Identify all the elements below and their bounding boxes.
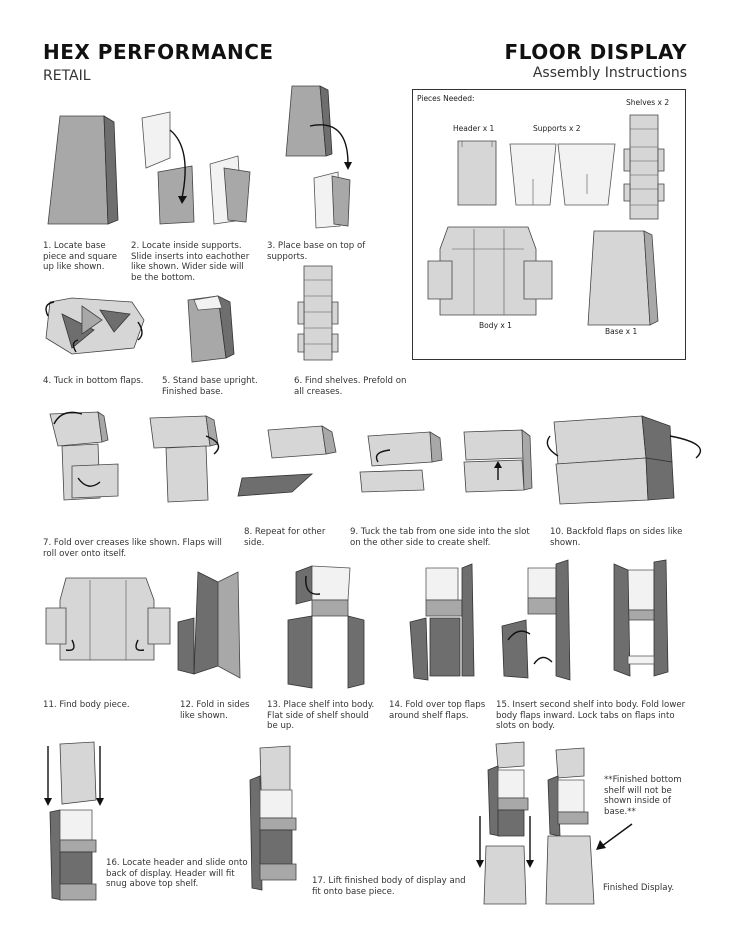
step-12-caption: 12. Fold in sides like shown. xyxy=(180,700,250,721)
step-6-caption: 6. Find shelves. Prefold on all creases. xyxy=(294,376,407,397)
bottom-shelf-note: **Finished bottom shelf will not be show… xyxy=(604,775,682,817)
supports-piece-label: Supports x 2 xyxy=(533,124,581,133)
step-5-caption: 5. Stand base upright. Finished base. xyxy=(162,376,258,397)
document-subtitle: Assembly Instructions xyxy=(532,65,687,81)
step-10-caption: 10. Backfold flaps on sides like shown. xyxy=(550,527,683,548)
pieces-needed-heading: Pieces Needed: xyxy=(417,94,475,103)
row3-illustrations xyxy=(49,411,702,505)
step-13-caption: 13. Place shelf into body. Flat side of … xyxy=(267,700,375,732)
row2-illustrations xyxy=(45,265,339,363)
pieces-needed-box xyxy=(412,89,686,360)
base-piece-label: Base x 1 xyxy=(605,327,638,336)
step-1-caption: 1. Locate base piece and square up like … xyxy=(43,241,118,273)
step-8-caption: 8. Repeat for other side. xyxy=(244,527,326,548)
brand-title: HEX PERFORMANCE xyxy=(43,40,274,64)
finished-display-label: Finished Display. xyxy=(603,883,675,893)
shelves-piece-label: Shelves x 2 xyxy=(626,98,670,107)
row4-illustrations xyxy=(45,559,669,689)
row5-illustrations xyxy=(44,741,633,905)
step-4-caption: 4. Tuck in bottom flaps. xyxy=(43,376,144,386)
body-piece-label: Body x 1 xyxy=(479,321,512,330)
step-15-caption: 15. Insert second shelf into body. Fold … xyxy=(496,700,686,732)
step-2-caption: 2. Locate inside supports. Slide inserts… xyxy=(131,241,250,283)
pieces-illustration xyxy=(427,114,665,326)
step-14-caption: 14. Fold over top flaps around shelf fla… xyxy=(389,700,486,721)
step-9-caption: 9. Tuck the tab from one side into the s… xyxy=(350,527,530,548)
step-11-caption: 11. Find body piece. xyxy=(43,700,130,710)
header-piece-label: Header x 1 xyxy=(453,124,495,133)
step-3-caption: 3. Place base on top of supports. xyxy=(267,241,366,262)
document-title: FLOOR DISPLAY xyxy=(504,40,687,64)
row1-illustrations xyxy=(47,85,352,229)
brand-category: RETAIL xyxy=(43,68,91,84)
step-16-caption: 16. Locate header and slide onto back of… xyxy=(106,858,248,890)
step-7-caption: 7. Fold over creases like shown. Flaps w… xyxy=(43,538,222,559)
step-17-caption: 17. Lift finished body of display and fi… xyxy=(312,876,466,897)
